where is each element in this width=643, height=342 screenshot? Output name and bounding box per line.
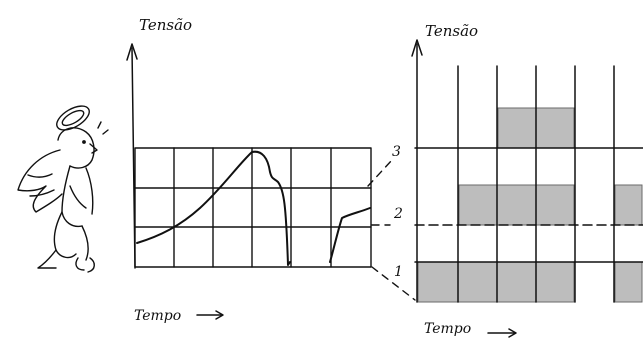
left-y-axis-label: Tensão <box>139 16 192 34</box>
level-1-bar <box>614 261 643 303</box>
right-chart: 3 2 1 Tensão Tempo <box>392 22 643 338</box>
right-x-arrow-icon <box>487 328 517 338</box>
zoom-connector-lines <box>367 159 416 301</box>
left-chart: Tensão Tempo <box>126 16 372 324</box>
right-y-axis <box>411 39 423 303</box>
left-y-axis <box>126 43 138 269</box>
right-x-axis-label: Tempo <box>424 321 471 337</box>
left-chart-grid <box>134 147 372 268</box>
analog-waveform <box>136 150 371 266</box>
angel-doodle <box>17 105 109 273</box>
left-x-arrow-icon <box>196 310 224 320</box>
right-y-axis-label: Tensão <box>425 22 478 40</box>
level-lines <box>414 147 643 263</box>
level-2-bar <box>614 184 643 226</box>
level-2-bar <box>458 184 575 226</box>
level-label-1: 1 <box>394 264 403 280</box>
left-x-axis-label: Tempo <box>134 308 181 324</box>
level-label-3: 3 <box>392 144 401 160</box>
level-bars <box>417 107 643 303</box>
level-1-bar <box>417 261 575 303</box>
level-label-2: 2 <box>393 206 403 222</box>
